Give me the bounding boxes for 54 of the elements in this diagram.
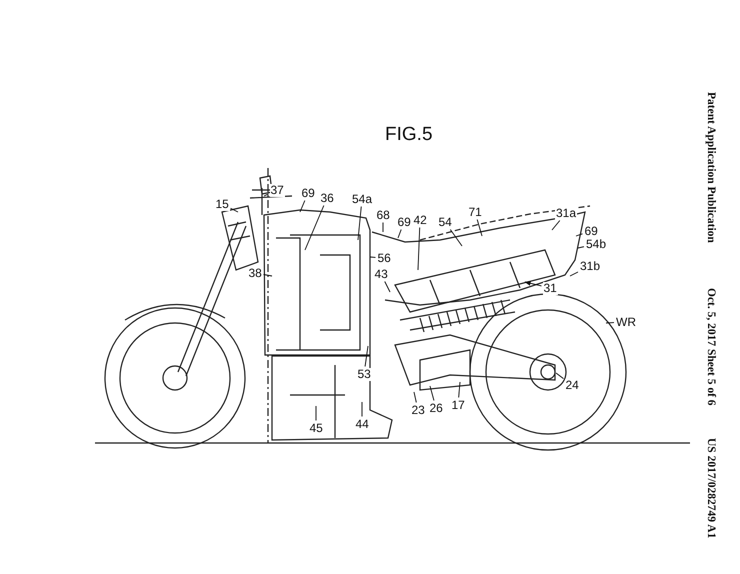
callout-number: 38 — [248, 266, 263, 280]
callout-number: WR — [615, 316, 637, 328]
callout-number: 53 — [356, 368, 372, 380]
header-text: Oct. 5, 2017 Sheet 5 of 6 — [705, 288, 717, 406]
callout-number: 31a — [555, 206, 578, 220]
leader-line — [382, 222, 384, 232]
leader-line — [304, 205, 324, 250]
callout-number: 69 — [300, 186, 316, 200]
callout-number: 44 — [354, 418, 370, 430]
callout-number: 56 — [376, 252, 392, 264]
callout-number: 42 — [412, 214, 428, 226]
leader-line — [578, 246, 584, 248]
callout-number: 31b — [579, 260, 602, 272]
callout-number: 54 — [438, 216, 453, 228]
callout-number: 31 — [542, 282, 558, 294]
leader-line — [476, 219, 482, 236]
callout-number: 24 — [564, 378, 580, 392]
arrow — [524, 280, 542, 286]
callout-number: 17 — [450, 398, 466, 412]
leader-line — [418, 227, 420, 270]
callout-number: 54a — [351, 192, 374, 206]
leader-line — [606, 322, 614, 324]
figure-title: FIG.5 — [385, 124, 433, 146]
leader-line — [458, 382, 460, 398]
leader-line — [264, 193, 269, 196]
leader-line — [570, 272, 578, 276]
leader-line — [370, 256, 376, 258]
callout-number: 37 — [270, 184, 285, 196]
callout-number: 23 — [410, 404, 426, 416]
header-text: US 2017/0282749 A1 — [705, 438, 717, 538]
callout-number: 15 — [214, 198, 230, 210]
callout-number: 54b — [585, 238, 608, 250]
callout-number: 36 — [320, 192, 335, 204]
leader-line — [450, 229, 462, 246]
leader-line — [230, 208, 238, 212]
leader-line — [263, 274, 272, 276]
header-text: Patent Application Publication — [705, 92, 717, 243]
leader-line — [358, 206, 362, 240]
leader-line — [398, 229, 402, 238]
leader-line — [414, 392, 417, 403]
callout-number: 69 — [396, 216, 412, 228]
callout-number: 71 — [468, 206, 483, 218]
leader-line — [300, 200, 306, 212]
leader-line — [552, 220, 560, 230]
leader-line — [384, 281, 390, 292]
callout-number: 45 — [308, 422, 324, 434]
callout-number: 68 — [376, 208, 391, 222]
callout-number: 26 — [428, 402, 444, 414]
leader-line — [556, 372, 564, 380]
leader-line — [430, 386, 434, 401]
leader-line — [364, 346, 368, 367]
leader-line — [576, 233, 583, 236]
callout-number: 69 — [584, 224, 599, 238]
callout-number: 43 — [374, 268, 389, 280]
